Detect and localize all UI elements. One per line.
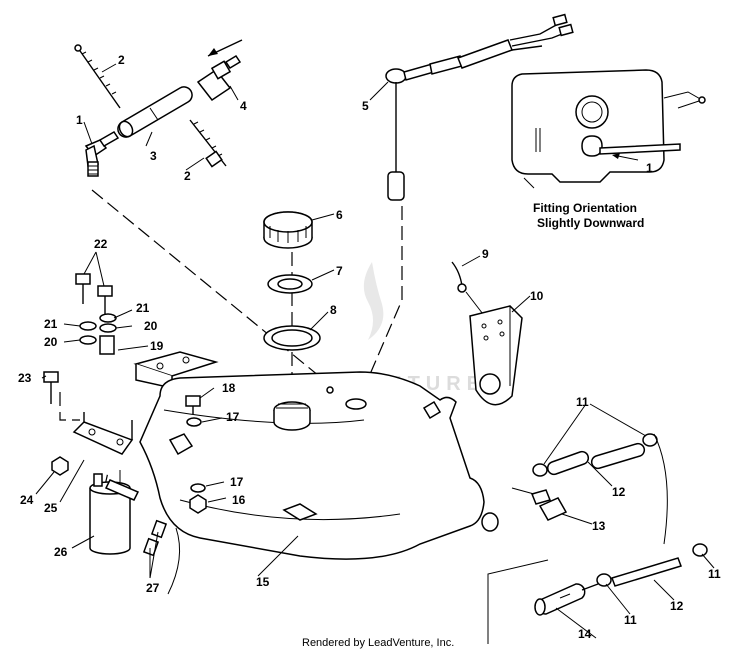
filter-bracket-25 [72,412,134,455]
vent-fitting [451,261,487,319]
hose-clamps-11 [532,403,708,587]
callout-leaders [35,63,715,639]
nut-16 [189,494,207,514]
callout-14: 14 [578,627,592,641]
callout-7: 7 [336,264,343,278]
callout-2: 2 [118,53,125,67]
callout-23: 23 [18,371,32,385]
callout-20: 20 [44,335,58,349]
callout-26: 26 [54,545,68,559]
fuel-level-sender [385,13,574,201]
callout-6: 6 [336,208,343,222]
mounting-bracket [469,305,523,406]
callout-16: 16 [232,493,246,507]
hose-segments-12 [487,433,682,644]
callout-1: 1 [76,113,83,127]
washers-17 [186,417,206,493]
inset-fitting-orientation: Fitting Orientation Slightly Downward [511,69,706,230]
callout-8: 8 [330,303,337,317]
filler-cap [263,211,313,249]
inline-filter-14 [534,583,599,616]
callout-11: 11 [708,567,721,581]
elbow-fitting-13 [511,487,568,521]
callout-24: 24 [20,493,34,507]
callout-9: 9 [482,247,489,261]
callout-19: 19 [150,339,164,353]
callout-12: 12 [612,485,626,499]
callout-1-inset: 1 [646,161,653,175]
callout-27: 27 [146,581,160,595]
callout-25: 25 [44,501,58,515]
footer-credit: Rendered by LeadVenture, Inc. [302,637,454,649]
callout-15: 15 [256,575,270,589]
callout-5: 5 [362,99,369,113]
callout-17: 17 [230,475,244,489]
bolt-23 [43,371,59,404]
callout-17: 17 [226,410,240,424]
nut-24 [51,456,69,476]
cap-gasket [267,274,313,294]
washers-spacers [79,313,117,355]
mount-plate-19 [133,351,219,389]
hose-clamp-upper [74,44,121,109]
callout-21: 21 [44,317,58,331]
fuel-hose-short [117,86,193,138]
callout-13: 13 [592,519,606,533]
callout-10: 10 [530,289,544,303]
callout-11: 11 [576,395,589,409]
fuel-tank [139,371,499,560]
bolt-18 [185,395,201,414]
inset-note-line-1: Fitting Orientation [533,201,637,215]
callout-2: 2 [184,169,191,183]
callout-21: 21 [136,301,150,315]
callout-11: 11 [624,613,637,627]
filler-neck-gasket [263,325,321,351]
fuel-filter-26 [89,470,140,555]
callout-20: 20 [144,319,158,333]
callout-4: 4 [240,99,247,113]
fitting-elbow [84,131,120,177]
callout-12: 12 [670,599,684,613]
hose-clamp-lower [189,119,227,168]
callout-22: 22 [94,237,108,251]
callout-numbers: 1 2 2 3 4 5 6 7 8 9 10 11 11 11 12 12 13… [18,53,721,641]
bolts-22 [75,273,113,314]
callout-18: 18 [222,381,236,395]
callout-3: 3 [150,149,157,163]
check-valve [196,39,243,102]
inset-note-line-2: Slightly Downward [537,216,644,230]
